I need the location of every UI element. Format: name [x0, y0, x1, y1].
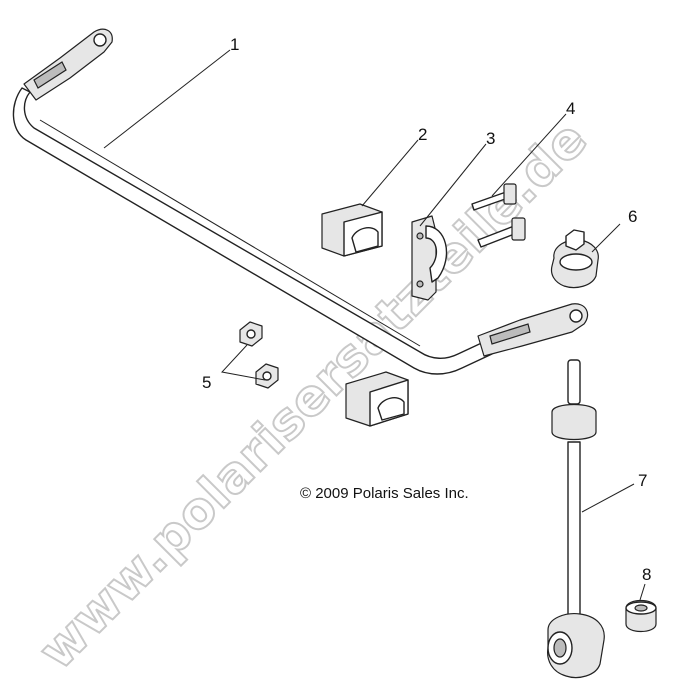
copyright-text: © 2009 Polaris Sales Inc. [300, 485, 469, 502]
bushing-lower [345, 371, 409, 427]
callout-3: 3 [486, 129, 495, 148]
callout-1: 1 [230, 35, 239, 54]
bushing-upper [321, 203, 383, 257]
grommet [550, 229, 599, 289]
bracket [411, 215, 448, 301]
callout-5: 5 [202, 373, 211, 392]
callout-6: 6 [628, 207, 637, 226]
leader-lines [103, 49, 646, 601]
callout-4: 4 [566, 99, 575, 118]
nut-lower [255, 363, 279, 389]
link-rod [547, 359, 605, 679]
stabilizer-bar [12, 28, 589, 375]
spacer [625, 599, 657, 633]
bolt-upper [471, 183, 517, 211]
callout-2: 2 [418, 125, 427, 144]
callout-7: 7 [638, 471, 647, 490]
nut-upper [239, 321, 263, 347]
callout-8: 8 [642, 565, 651, 584]
bolt-lower [477, 217, 526, 248]
